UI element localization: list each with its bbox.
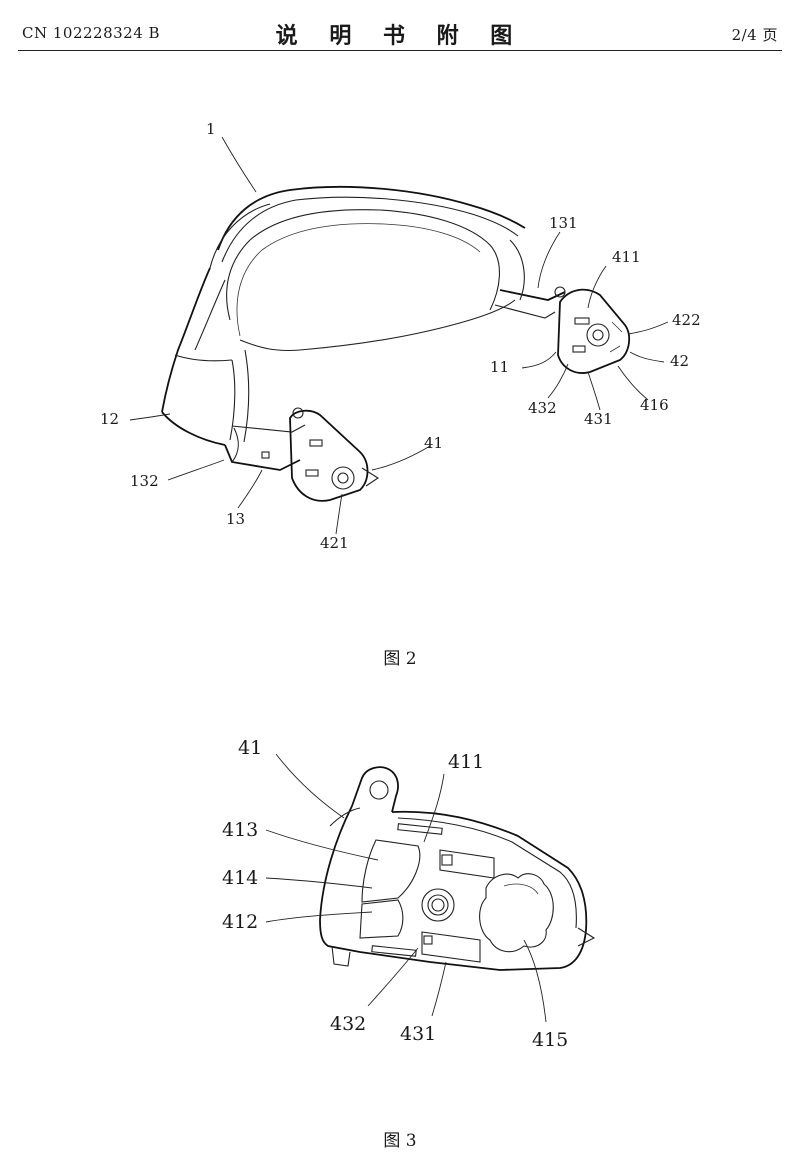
ref-label-422: 422 (672, 311, 701, 329)
ref-label-131: 131 (549, 214, 578, 232)
ref-label-432-fig3: 432 (330, 1013, 366, 1035)
ref-label-413: 413 (222, 819, 258, 841)
document-number: CN 102228324 B (22, 24, 161, 42)
ref-label-1: 1 (206, 120, 216, 138)
ref-label-411: 411 (612, 248, 641, 266)
figure-2-drawing: 1 131 411 422 42 11 432 431 416 12 41 13… (100, 120, 701, 552)
header-rule (18, 50, 782, 51)
figure-2-caption: 图 2 (383, 649, 417, 669)
ref-label-415: 415 (532, 1029, 568, 1051)
ref-label-421: 421 (320, 534, 349, 552)
ref-label-432: 432 (528, 399, 557, 417)
ref-label-13: 13 (226, 510, 245, 528)
ref-label-411-fig3: 411 (448, 751, 484, 773)
figure-3-caption: 图 3 (383, 1131, 417, 1151)
ref-label-11: 11 (490, 358, 509, 376)
page-number: 2/4 页 (731, 26, 778, 44)
ref-label-431: 431 (584, 410, 613, 428)
ref-label-431-fig3: 431 (400, 1023, 436, 1045)
ref-label-412: 412 (222, 911, 258, 933)
ref-label-42: 42 (670, 352, 689, 370)
page-title: 说 明 书 附 图 (275, 23, 525, 49)
ref-label-12: 12 (100, 410, 119, 428)
ref-label-132: 132 (130, 472, 159, 490)
ref-label-414: 414 (222, 867, 258, 889)
ref-label-41: 41 (424, 434, 443, 452)
ref-label-41-fig3: 41 (238, 737, 262, 759)
ref-label-416: 416 (640, 396, 669, 414)
